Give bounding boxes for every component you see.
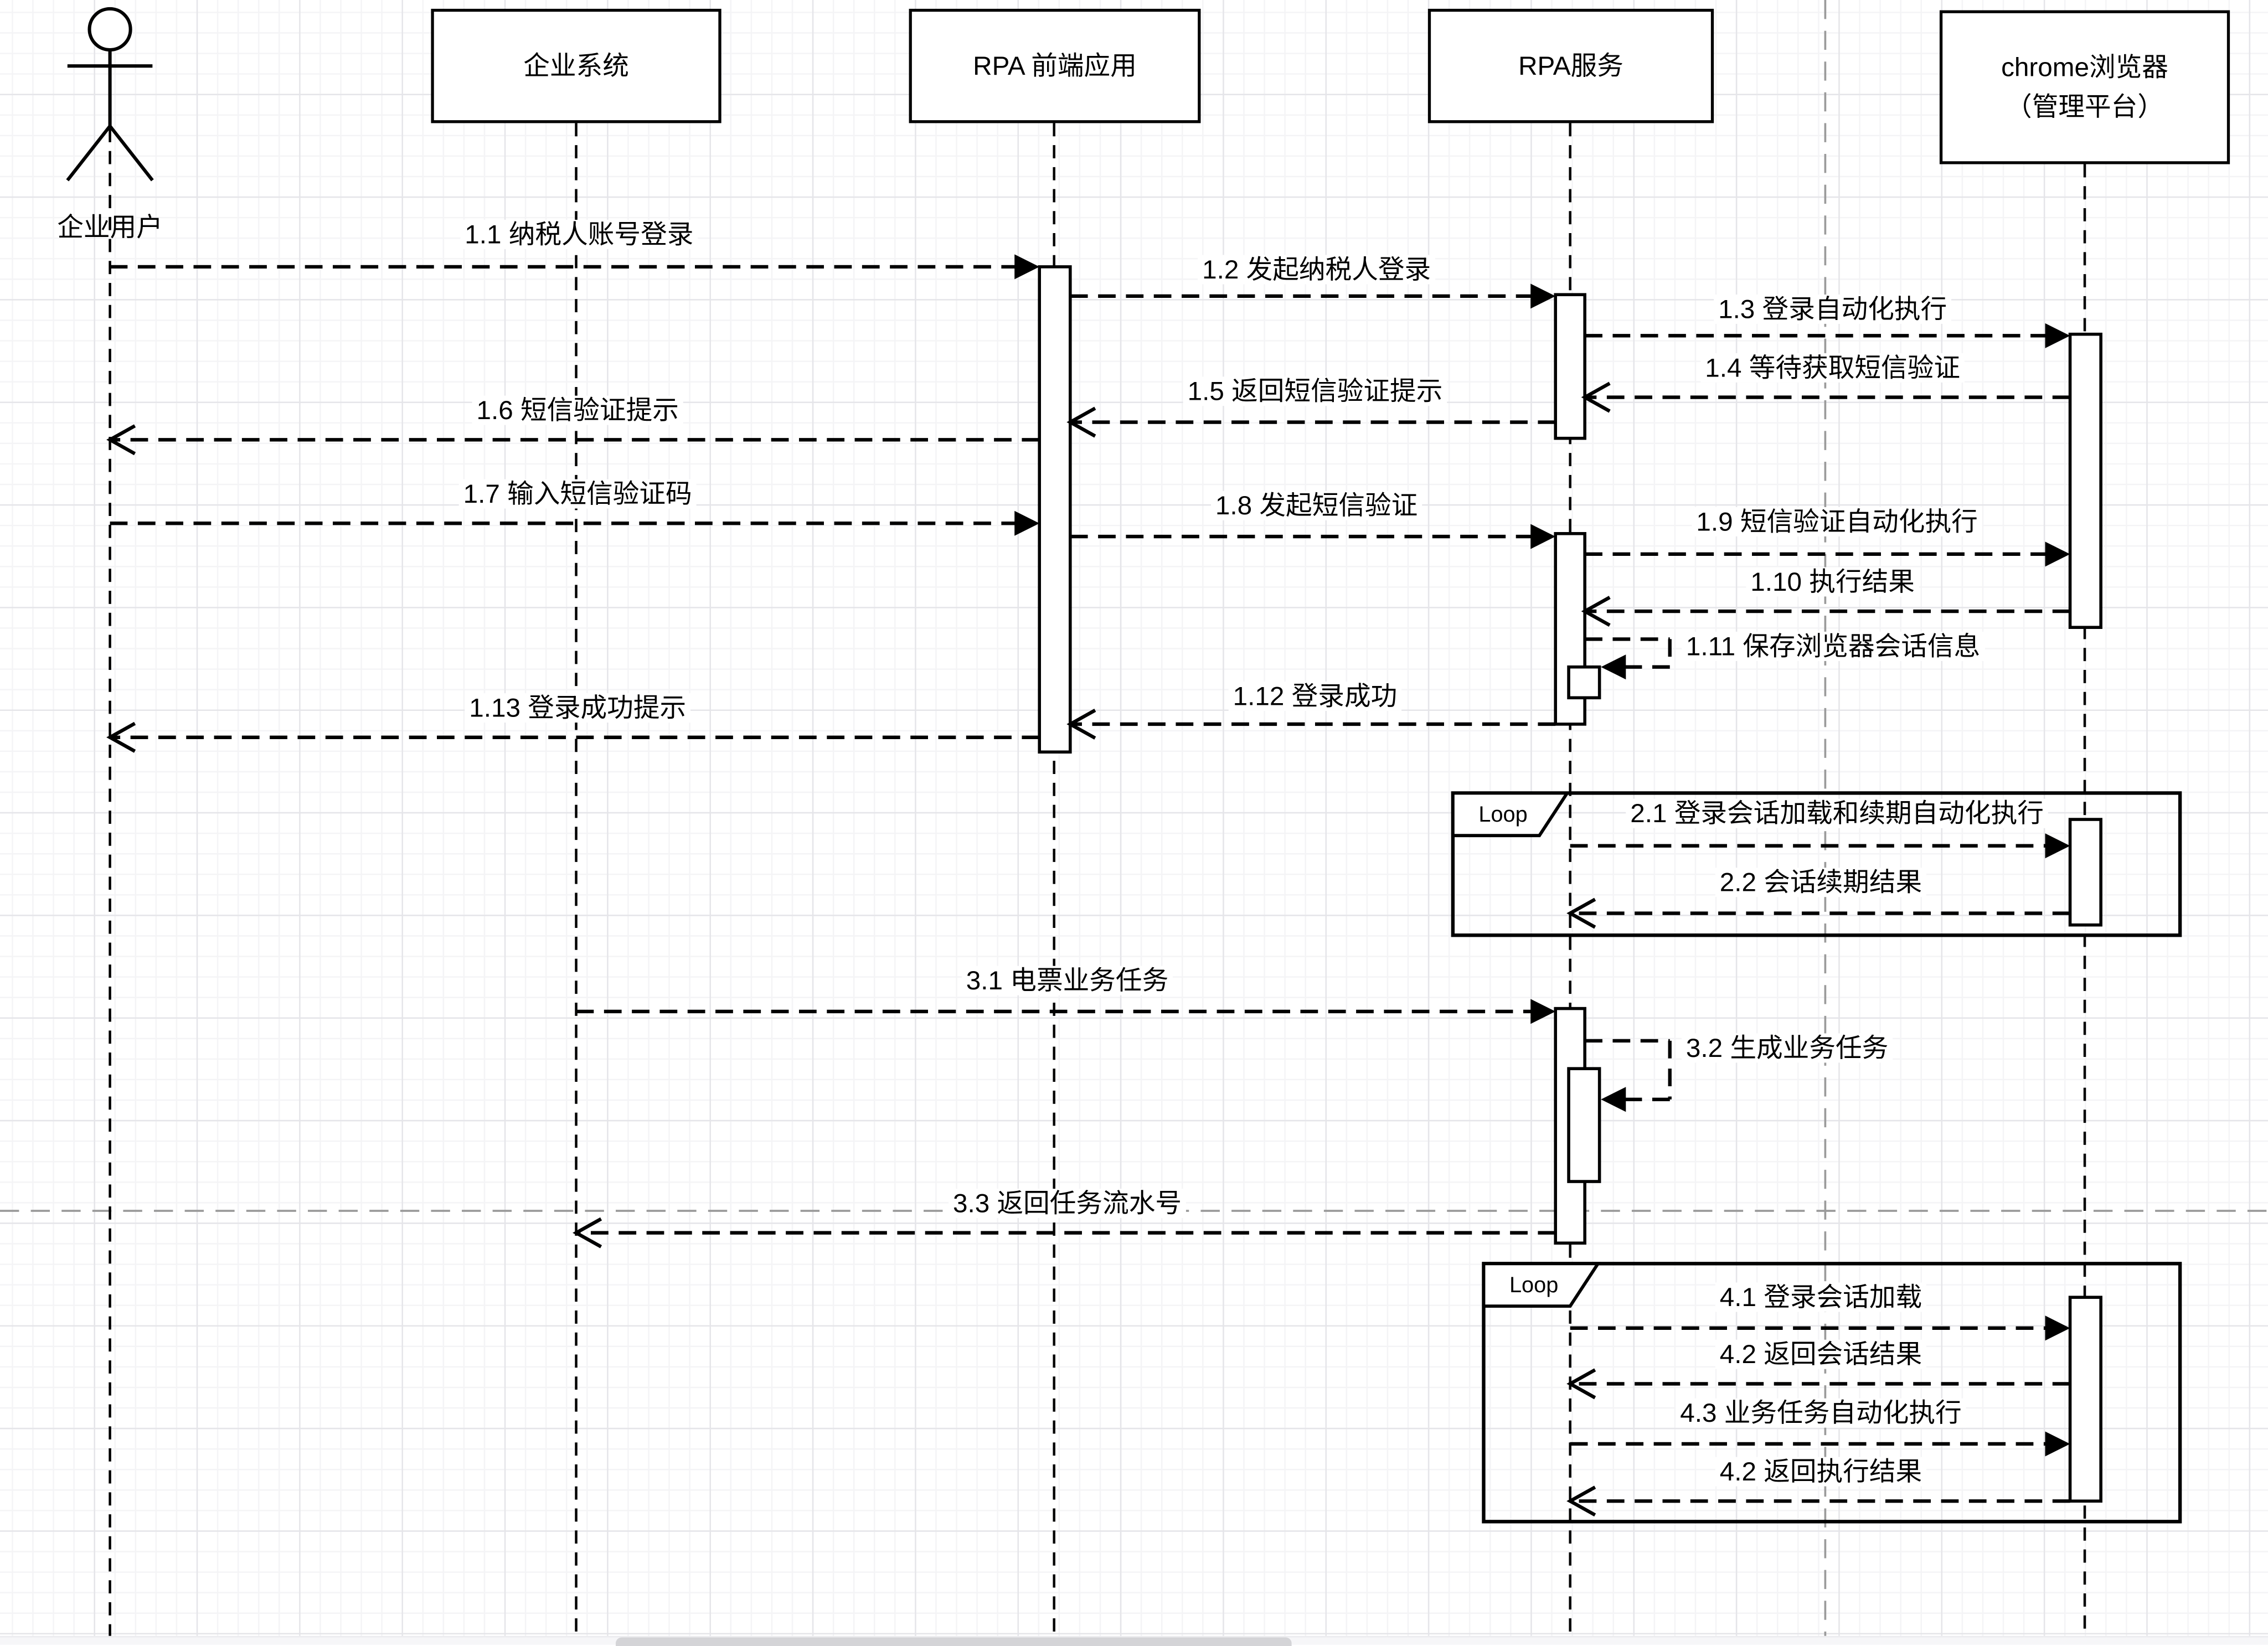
activation-bar-chrome [2068,1296,2102,1503]
participant-label: RPA服务 [1518,51,1623,81]
loop-1-frame [1451,791,2182,937]
message-arrowhead-1.10 [1581,596,1611,627]
horizontal-scrollbar-thumb[interactable] [616,1637,1292,1646]
loop-2-tab [1482,1262,1601,1308]
message-arrowhead-4.2 [1566,1368,1596,1400]
message-arrowhead-4.1 [2045,1315,2070,1341]
nested-activation-bar-rpa [1567,665,1601,700]
actor-label-enterprise-user: 企业用户 [57,212,163,242]
horizontal-scrollbar-track[interactable] [0,1635,2268,1646]
message-arrowhead-1.9 [2045,541,2070,567]
message-arrowhead-1.12 [1066,709,1096,740]
message-arrowhead-4.3 [2045,1431,2070,1457]
participant-box-rpa-frontend: RPA 前端应用 [909,8,1201,123]
self-message-arrowhead-3.2 [1601,1087,1626,1112]
message-arrowhead-1.3 [2045,323,2070,348]
message-arrowhead-1.6 [106,424,136,456]
message-arrowhead-2.2 [1566,897,1596,929]
activation-bar-chrome [2068,332,2102,629]
activation-bar-chrome [2068,818,2102,927]
message-arrowhead-1.7 [1014,510,1040,536]
participant-label-line2: （管理平台） [2006,91,2164,121]
activation-bar-rpa [1554,293,1586,440]
participant-box-enterprise-system: 企业系统 [431,8,721,123]
participant-label: RPA 前端应用 [973,51,1137,81]
loop-1-tab [1451,791,1570,838]
message-arrowhead-1.2 [1530,283,1556,309]
message-arrowhead-2.1 [2045,833,2070,859]
message-arrowhead-1.5 [1066,406,1096,438]
message-arrowhead-1.1 [1014,254,1040,280]
participant-box-rpa-service: RPA服务 [1427,8,1714,123]
loop-2-frame [1482,1262,2182,1524]
actor-figure-enterprise-user [66,7,154,182]
participant-box-chrome-browser: chrome浏览器 （管理平台） [1939,10,2230,164]
nested-activation-bar-rpa [1567,1067,1601,1183]
message-arrowhead-1.13 [106,721,136,753]
participant-label-line1: chrome浏览器 [2001,53,2168,83]
message-arrowhead-3.1 [1530,999,1556,1024]
message-arrowhead-4.2b [1566,1485,1596,1517]
activation-bar-fe [1038,265,1072,754]
self-message-arrowhead-1.11 [1601,654,1626,680]
participant-label: 企业系统 [523,51,629,81]
message-arrowhead-1.8 [1530,524,1556,549]
message-arrowhead-3.3 [573,1217,602,1248]
message-arrowhead-1.4 [1581,381,1611,413]
